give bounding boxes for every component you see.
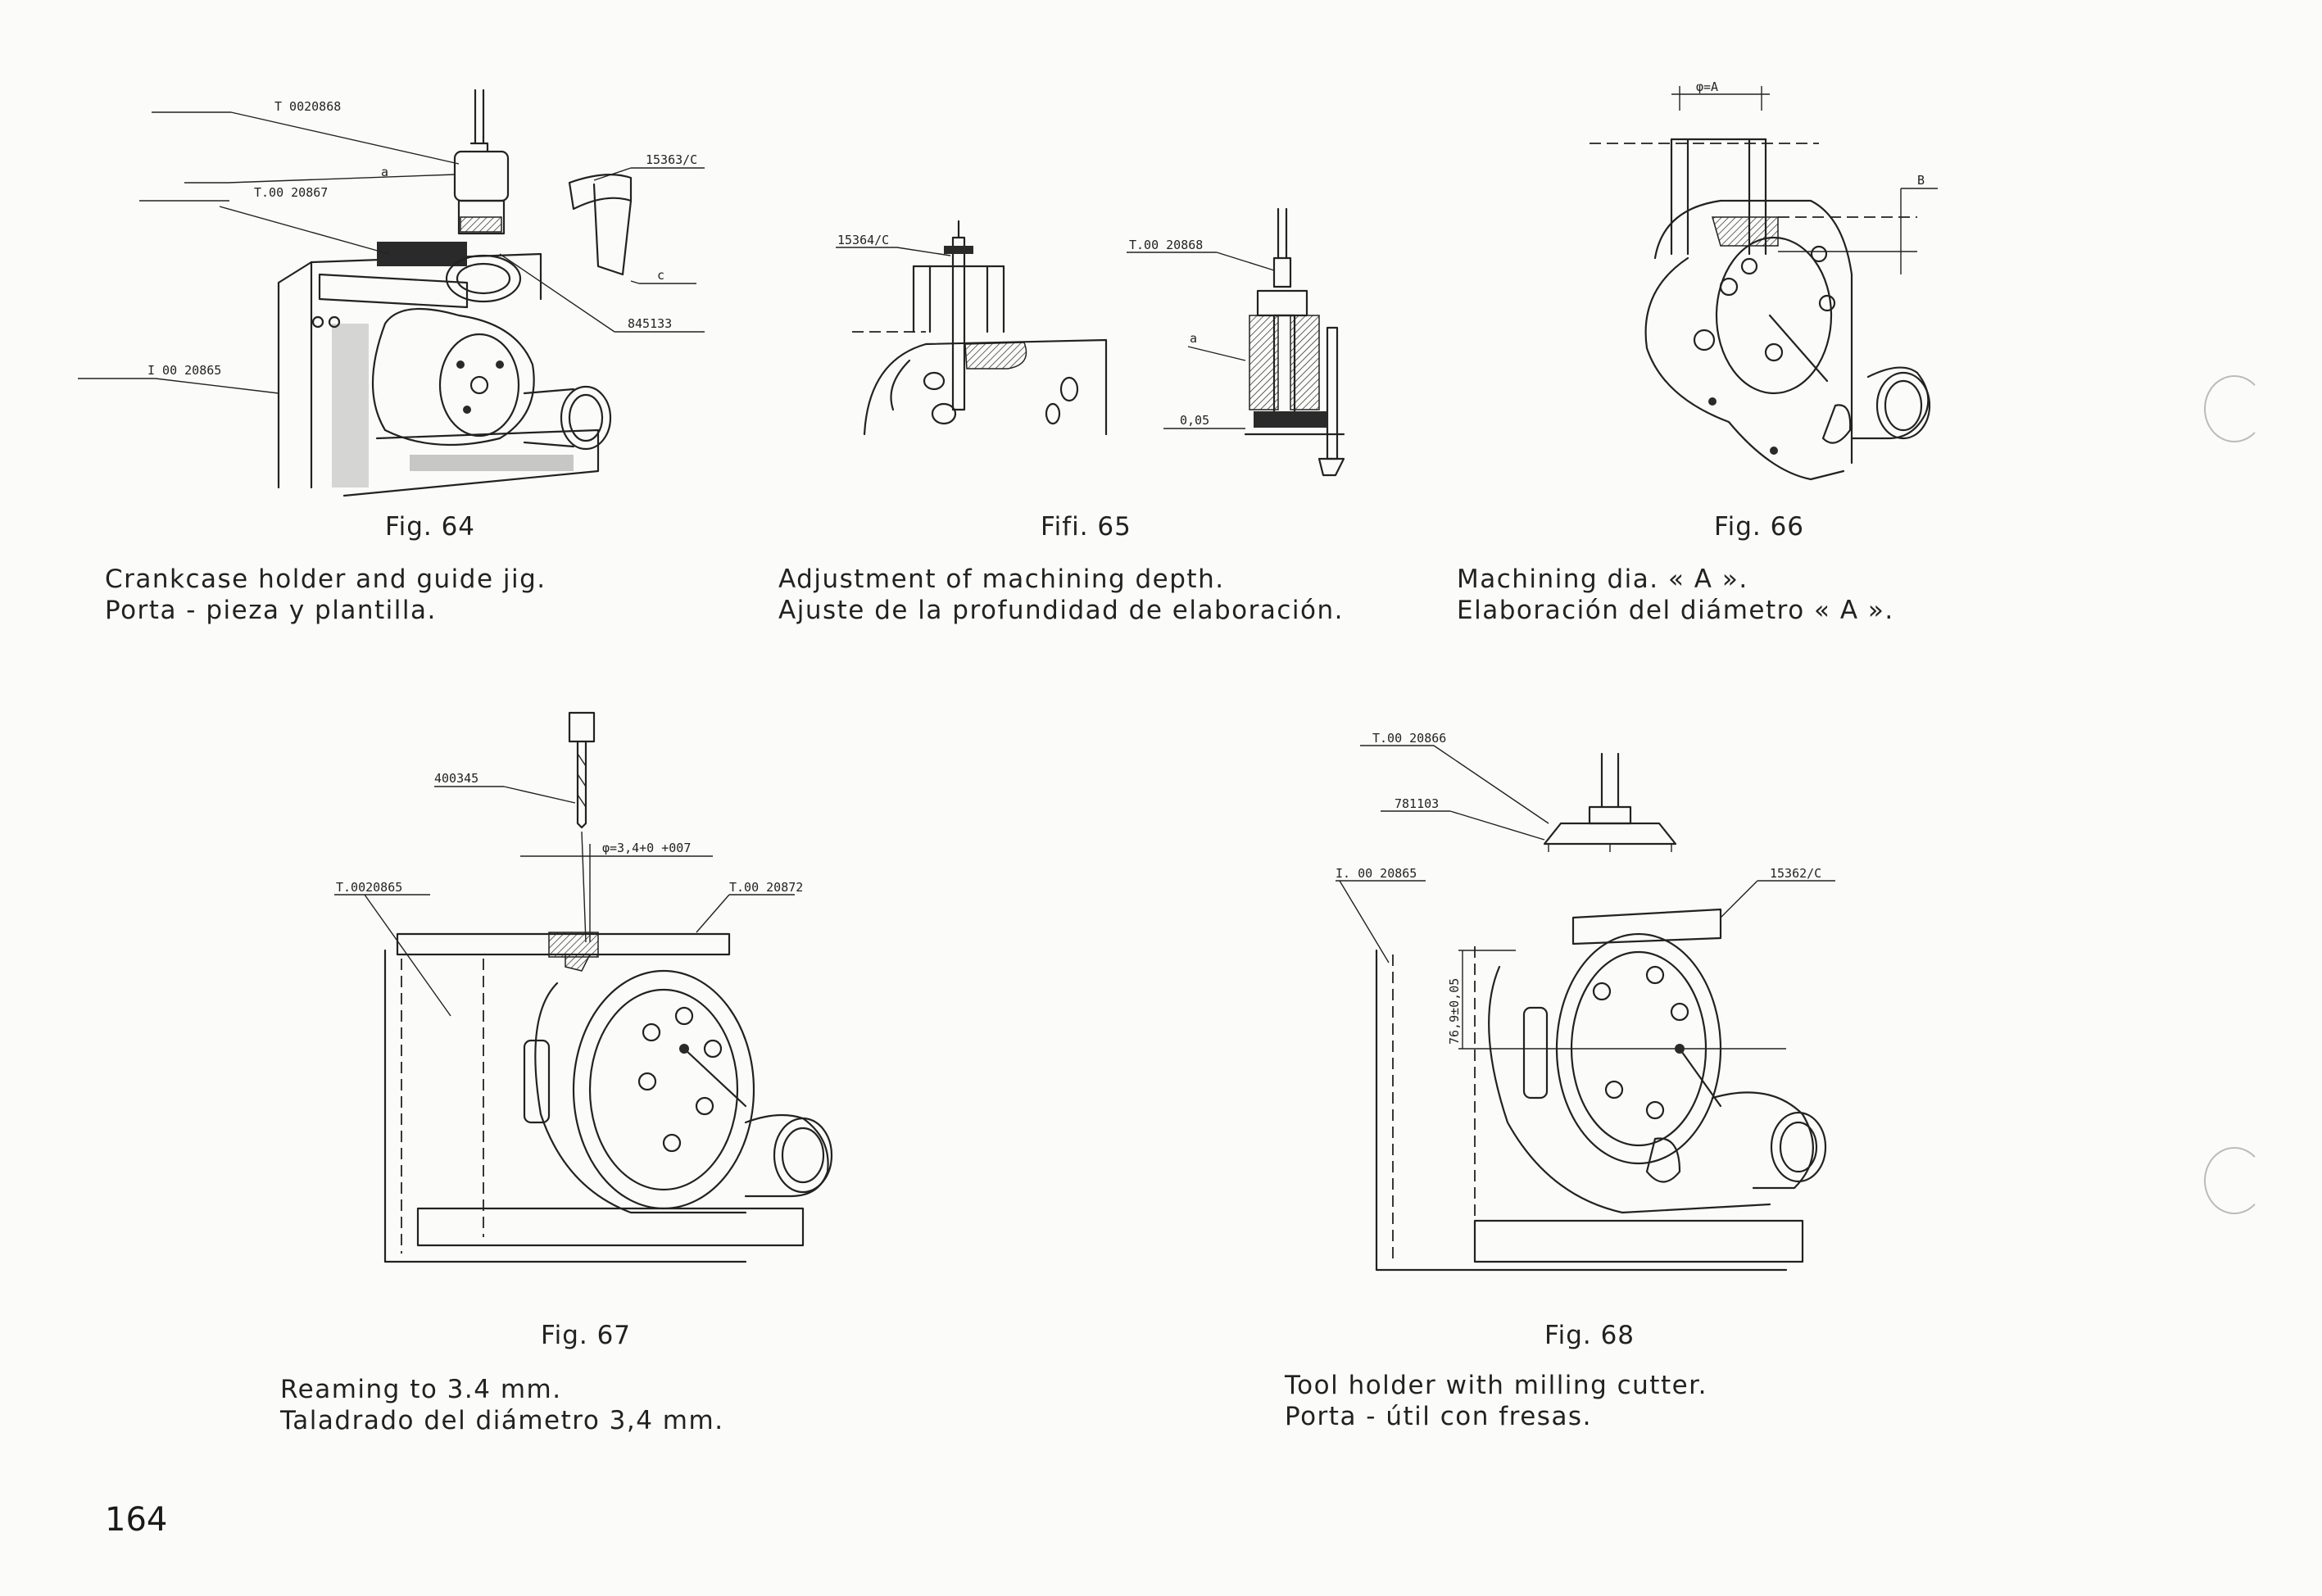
callout-t0020866: T.00 20866 [1372,731,1446,746]
figure-65-label: Fifi. 65 [1041,512,1132,542]
figure-64-caption-en: Crankcase holder and guide jig. [105,564,546,594]
figure-68-caption-es: Porta - útil con fresas. [1285,1402,1592,1431]
figure-65-drawing: 15364/C T.00 20868 a 0,05 [819,197,1393,508]
callout-phi-a: φ=A [1696,79,1718,94]
figure-65-caption-es: Ajuste de la profundidad de elaboración. [778,596,1344,625]
callout-t0020865-67: T.0020865 [336,880,402,895]
callout-b: B [1917,173,1925,188]
figure-68-caption-en: Tool holder with milling cutter. [1285,1371,1707,1400]
figure-67-caption: Reaming to 3.4 mm. Taladrado del diámetr… [280,1374,724,1436]
figure-68-caption: Tool holder with milling cutter. Porta -… [1285,1370,1707,1432]
callout-t0020868: T 0020868 [274,99,341,114]
figure-64-caption: Crankcase holder and guide jig. Porta - … [105,564,546,626]
figure-66-label: Fig. 66 [1714,512,1805,542]
figure-65-caption-en: Adjustment of machining depth. [778,564,1225,594]
page-number: 164 [105,1501,168,1539]
callout-c: c [657,268,664,283]
figure-67-caption-es: Taladrado del diámetro 3,4 mm. [280,1406,724,1435]
callout-781103: 781103 [1395,796,1439,811]
figure-64-drawing: T 0020868 a T.00 20867 15363/C c 845133 … [78,78,729,504]
callout-t0020868-65: T.00 20868 [1129,238,1203,252]
callout-845133: 845133 [628,316,672,331]
callout-i0020865: I 00 20865 [147,363,221,378]
figure-64-label: Fig. 64 [385,512,476,542]
figure-68-label: Fig. 68 [1544,1321,1635,1350]
figure-65-caption: Adjustment of machining depth. Ajuste de… [778,564,1344,626]
binder-hole-bottom [2204,1147,2265,1214]
binder-hole-top [2204,375,2265,442]
callout-005: 0,05 [1180,413,1209,428]
callout-76-9: 76,9±0,05 [1447,978,1462,1045]
figure-66-caption-es: Elaboración del diámetro « A ». [1457,596,1894,625]
callout-400345: 400345 [434,771,478,786]
callout-a-65: a [1190,331,1197,346]
callout-i0020865-68: I. 00 20865 [1336,866,1417,881]
callout-15363c: 15363/C [646,152,697,167]
callout-15364c: 15364/C [837,233,889,247]
figure-64-caption-es: Porta - pieza y plantilla. [105,596,437,625]
callout-15362c: 15362/C [1770,866,1821,881]
callout-t0020867: T.00 20867 [254,185,328,200]
figure-67-caption-en: Reaming to 3.4 mm. [280,1375,562,1404]
figure-66-drawing: φ=A B [1590,78,1966,504]
figure-67-label: Fig. 67 [541,1321,632,1350]
callout-t0020872: T.00 20872 [729,880,803,895]
callout-phi-34: φ=3,4+0 +007 [602,841,691,855]
figure-66-caption-en: Machining dia. « A ». [1457,564,1748,594]
figure-66-caption: Machining dia. « A ». Elaboración del di… [1457,564,1894,626]
figure-68-drawing: T.00 20866 781103 I. 00 20865 15362/C 76… [1311,729,1884,1278]
callout-a: a [381,165,388,179]
figure-67-drawing: 400345 φ=3,4+0 +007 T.0020865 T.0 [320,705,893,1278]
